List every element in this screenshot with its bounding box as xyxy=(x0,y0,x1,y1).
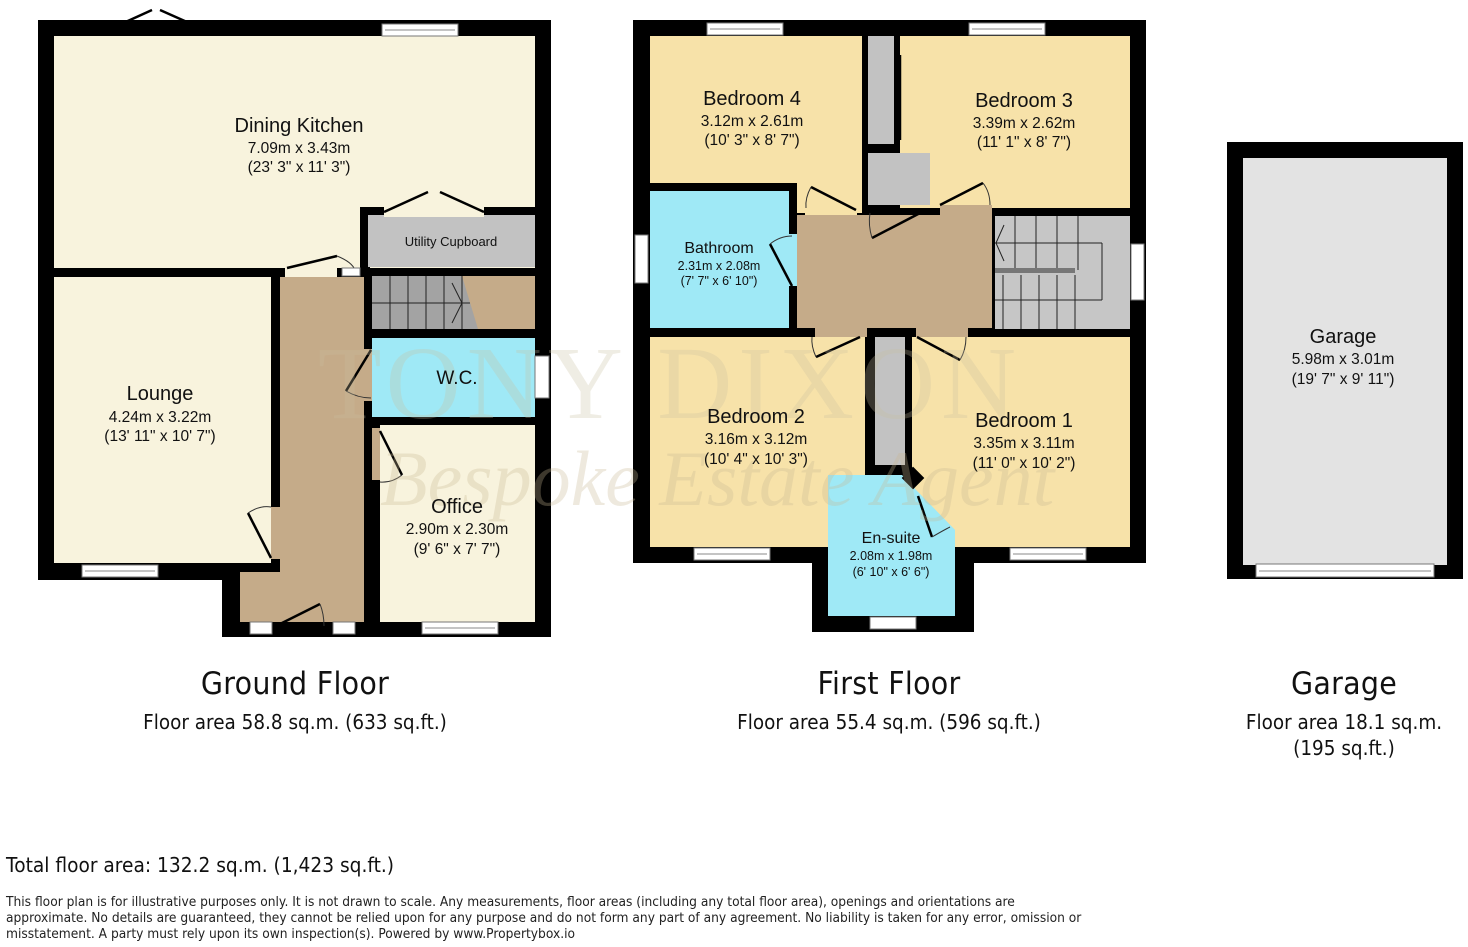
room-label-imperial: (11' 1" x 8' 7") xyxy=(977,134,1071,151)
room-label-imperial: (11' 0" x 10' 2") xyxy=(973,455,1076,472)
floor-area: Floor area 18.1 sq.m. xyxy=(1245,710,1443,734)
room-lounge xyxy=(54,277,271,563)
floor-title: Ground Floor xyxy=(200,666,390,702)
room-label-name: En-suite xyxy=(862,530,921,547)
room-label-metric: 2.08m x 1.98m xyxy=(850,549,933,563)
room-label-name: Lounge xyxy=(127,383,194,405)
room-label-name: Dining Kitchen xyxy=(235,115,364,137)
disclaimer: This floor plan is for illustrative purp… xyxy=(6,895,1082,942)
room-bedroom-4 xyxy=(650,36,862,183)
room-label-metric: 3.12m x 2.61m xyxy=(701,113,804,130)
ground-floor-caption: Ground Floor Floor area 58.8 sq.m. (633 … xyxy=(95,666,495,734)
room-wc xyxy=(372,338,535,417)
room-label-name: Bedroom 1 xyxy=(975,410,1073,432)
watermark-tagline: Bespoke Estate Agent xyxy=(380,435,1057,522)
room-label-name: Utility Cupboard xyxy=(405,234,498,249)
room-label-imperial: (10' 3" x 8' 7") xyxy=(704,132,799,149)
room-label-imperial: (13' 11" x 10' 7") xyxy=(104,428,215,445)
room-utility-cupboard xyxy=(368,215,535,267)
room-garage xyxy=(1243,158,1447,565)
room-label-imperial: (23' 3" x 11' 3") xyxy=(248,159,351,176)
room-hall xyxy=(280,277,364,622)
room-label-imperial: (9' 6" x 7' 7") xyxy=(414,541,501,558)
room-label-imperial: (7' 7" x 6' 10") xyxy=(681,274,758,288)
garage-caption: Garage Floor area 18.1 sq.m. (195 sq.ft.… xyxy=(1214,666,1468,760)
room-label-name: W.C. xyxy=(436,368,477,389)
room-landing xyxy=(797,215,992,328)
room-label-metric: 5.98m x 3.01m xyxy=(1292,351,1395,368)
room-label-metric: 7.09m x 3.43m xyxy=(248,140,351,157)
cupboard xyxy=(868,36,894,144)
room-label-metric: 3.16m x 3.12m xyxy=(705,431,808,448)
room-label-name: Bathroom xyxy=(684,240,753,257)
room-label-metric: 3.39m x 2.62m xyxy=(973,115,1076,132)
watermark-brand: TONY DIXON xyxy=(318,326,1022,441)
room-label-metric: 3.35m x 3.11m xyxy=(973,435,1074,452)
room-label-imperial: (19' 7" x 9' 11") xyxy=(1292,371,1395,388)
garage-plan xyxy=(1227,142,1463,579)
room-label-imperial: (6' 10" x 6' 6") xyxy=(853,565,930,579)
room-label-name: Office xyxy=(431,496,483,518)
room-office xyxy=(380,425,535,622)
room-label-metric: 2.90m x 2.30m xyxy=(406,521,509,538)
floor-area: Floor area 55.4 sq.m. (596 sq.ft.) xyxy=(737,710,1041,734)
first-floor-plan xyxy=(633,20,1146,632)
first-floor-caption: First Floor Floor area 55.4 sq.m. (596 s… xyxy=(689,666,1089,734)
room-label-name: Bedroom 3 xyxy=(975,90,1073,112)
ground-floor-plan xyxy=(38,8,551,637)
total-floor-area: Total floor area: 132.2 sq.m. (1,423 sq.… xyxy=(6,853,395,877)
room-label-name: Bedroom 4 xyxy=(703,88,801,110)
room-label-name: Bedroom 2 xyxy=(707,406,805,428)
room-label-metric: 2.31m x 2.08m xyxy=(678,259,761,273)
room-label-imperial: (10' 4" x 10' 3") xyxy=(704,451,808,468)
floor-title: First Floor xyxy=(817,666,961,702)
room-bathroom xyxy=(650,191,789,328)
wardrobe xyxy=(875,337,905,465)
room-label-metric: 4.24m x 3.22m xyxy=(109,409,212,426)
floor-title: Garage xyxy=(1290,666,1398,702)
floor-area: Floor area 58.8 sq.m. (633 sq.ft.) xyxy=(143,710,447,734)
floor-area-imperial: (195 sq.ft.) xyxy=(1293,736,1395,760)
cupboard xyxy=(868,153,930,205)
room-bedroom-1 xyxy=(912,337,1130,547)
room-label-name: Garage xyxy=(1310,326,1377,348)
